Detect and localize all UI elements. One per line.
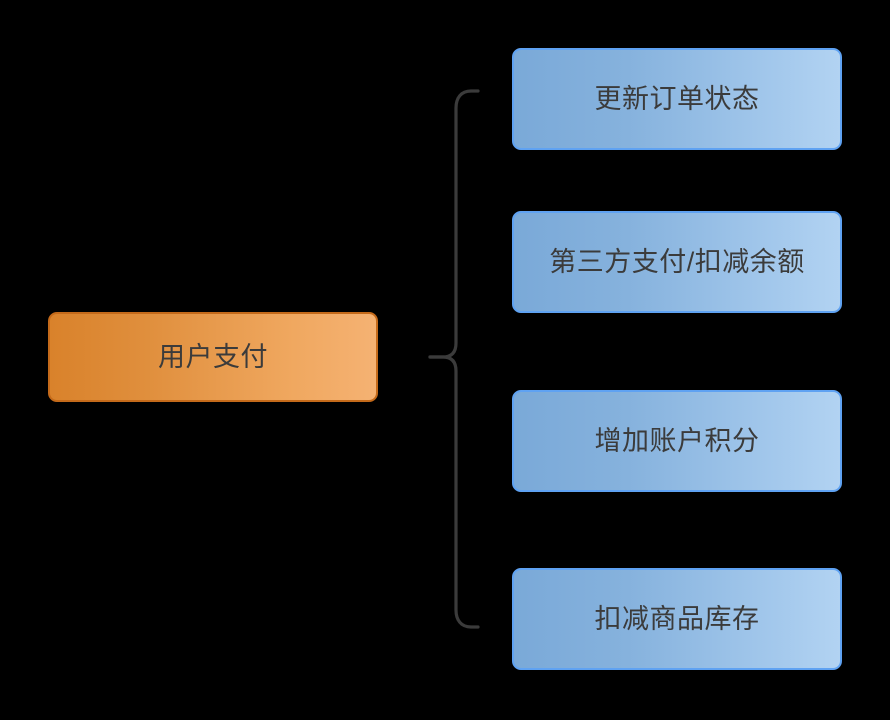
node-third-party-payment[interactable]: 第三方支付/扣减余额	[512, 211, 842, 313]
brace-upper-arm	[428, 89, 480, 359]
node-user-payment-label: 用户支付	[158, 341, 268, 372]
node-add-account-points-label: 增加账户积分	[594, 425, 760, 456]
node-deduct-product-inventory-label: 扣减商品库存	[594, 603, 760, 634]
node-add-account-points[interactable]: 增加账户积分	[512, 390, 842, 492]
node-user-payment[interactable]: 用户支付	[48, 312, 378, 402]
node-update-order-status[interactable]: 更新订单状态	[512, 48, 842, 150]
brace-lower-arm	[428, 355, 480, 629]
node-third-party-payment-label: 第三方支付/扣减余额	[549, 246, 805, 277]
node-deduct-product-inventory[interactable]: 扣减商品库存	[512, 568, 842, 670]
node-update-order-status-label: 更新订单状态	[594, 83, 760, 114]
